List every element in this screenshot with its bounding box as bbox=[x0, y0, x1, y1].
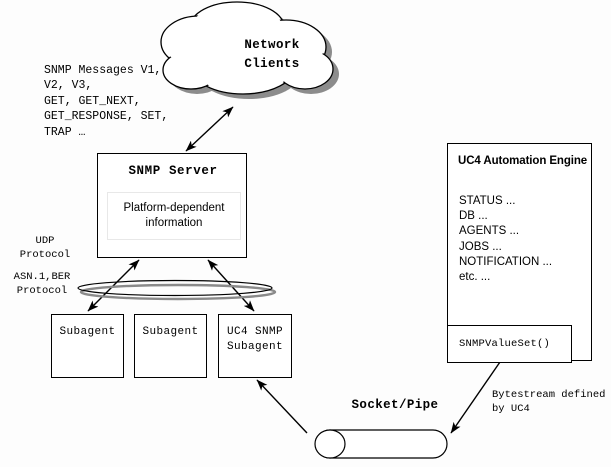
protocol-disc bbox=[77, 279, 273, 297]
uc4-automation-engine-box: UC4 Automation Engine STATUS ... DB ... … bbox=[447, 143, 592, 363]
snmp-value-set-label: SNMPValueSet() bbox=[459, 338, 551, 350]
edge-snmp-server-to-subagent-1 bbox=[87, 259, 140, 312]
snmp-server-title: SNMP Server bbox=[128, 164, 218, 178]
socket-pipe-label: Socket/Pipe bbox=[351, 398, 439, 412]
platform-dependent-info-box: Platform-dependent information bbox=[107, 192, 241, 240]
snmp-value-set-box: SNMPValueSet() bbox=[447, 325, 572, 363]
protocol-disc-shadow bbox=[79, 283, 277, 301]
subagent-label: UC4 SNMP Subagent bbox=[226, 326, 283, 353]
subagent-box-1: Subagent bbox=[51, 314, 124, 378]
snmp-messages-label: SNMP Messages V1, V2, V3, GET, GET_NEXT,… bbox=[44, 64, 169, 139]
platform-dependent-info-label: Platform-dependent information bbox=[123, 202, 225, 229]
edge-snmp-server-to-uc4-subagent bbox=[207, 259, 255, 312]
edge-socket-to-uc4-subagent bbox=[256, 379, 308, 434]
udp-protocol-label: UDP Protocol bbox=[19, 235, 71, 261]
subagent-label: Subagent bbox=[142, 326, 199, 338]
uc4-engine-title: UC4 Automation Engine bbox=[458, 155, 588, 167]
snmp-server-box: SNMP Server Platform-dependent informati… bbox=[97, 153, 247, 258]
cloud-label: Network Clients bbox=[244, 38, 300, 71]
socket-pipe-shape bbox=[314, 429, 448, 459]
network-clients-cloud: Network Clients bbox=[178, 8, 360, 110]
uc4-engine-items: STATUS ... DB ... AGENTS ... JOBS ... NO… bbox=[459, 195, 553, 284]
subagent-box-2: Subagent bbox=[134, 314, 207, 378]
uc4-snmp-subagent-box: UC4 SNMP Subagent bbox=[218, 314, 292, 378]
bytestream-label: Bytestream defined by UC4 bbox=[492, 389, 606, 415]
asn-ber-protocol-label: ASN.1,BER Protocol bbox=[13, 271, 71, 297]
subagent-label: Subagent bbox=[59, 326, 116, 338]
